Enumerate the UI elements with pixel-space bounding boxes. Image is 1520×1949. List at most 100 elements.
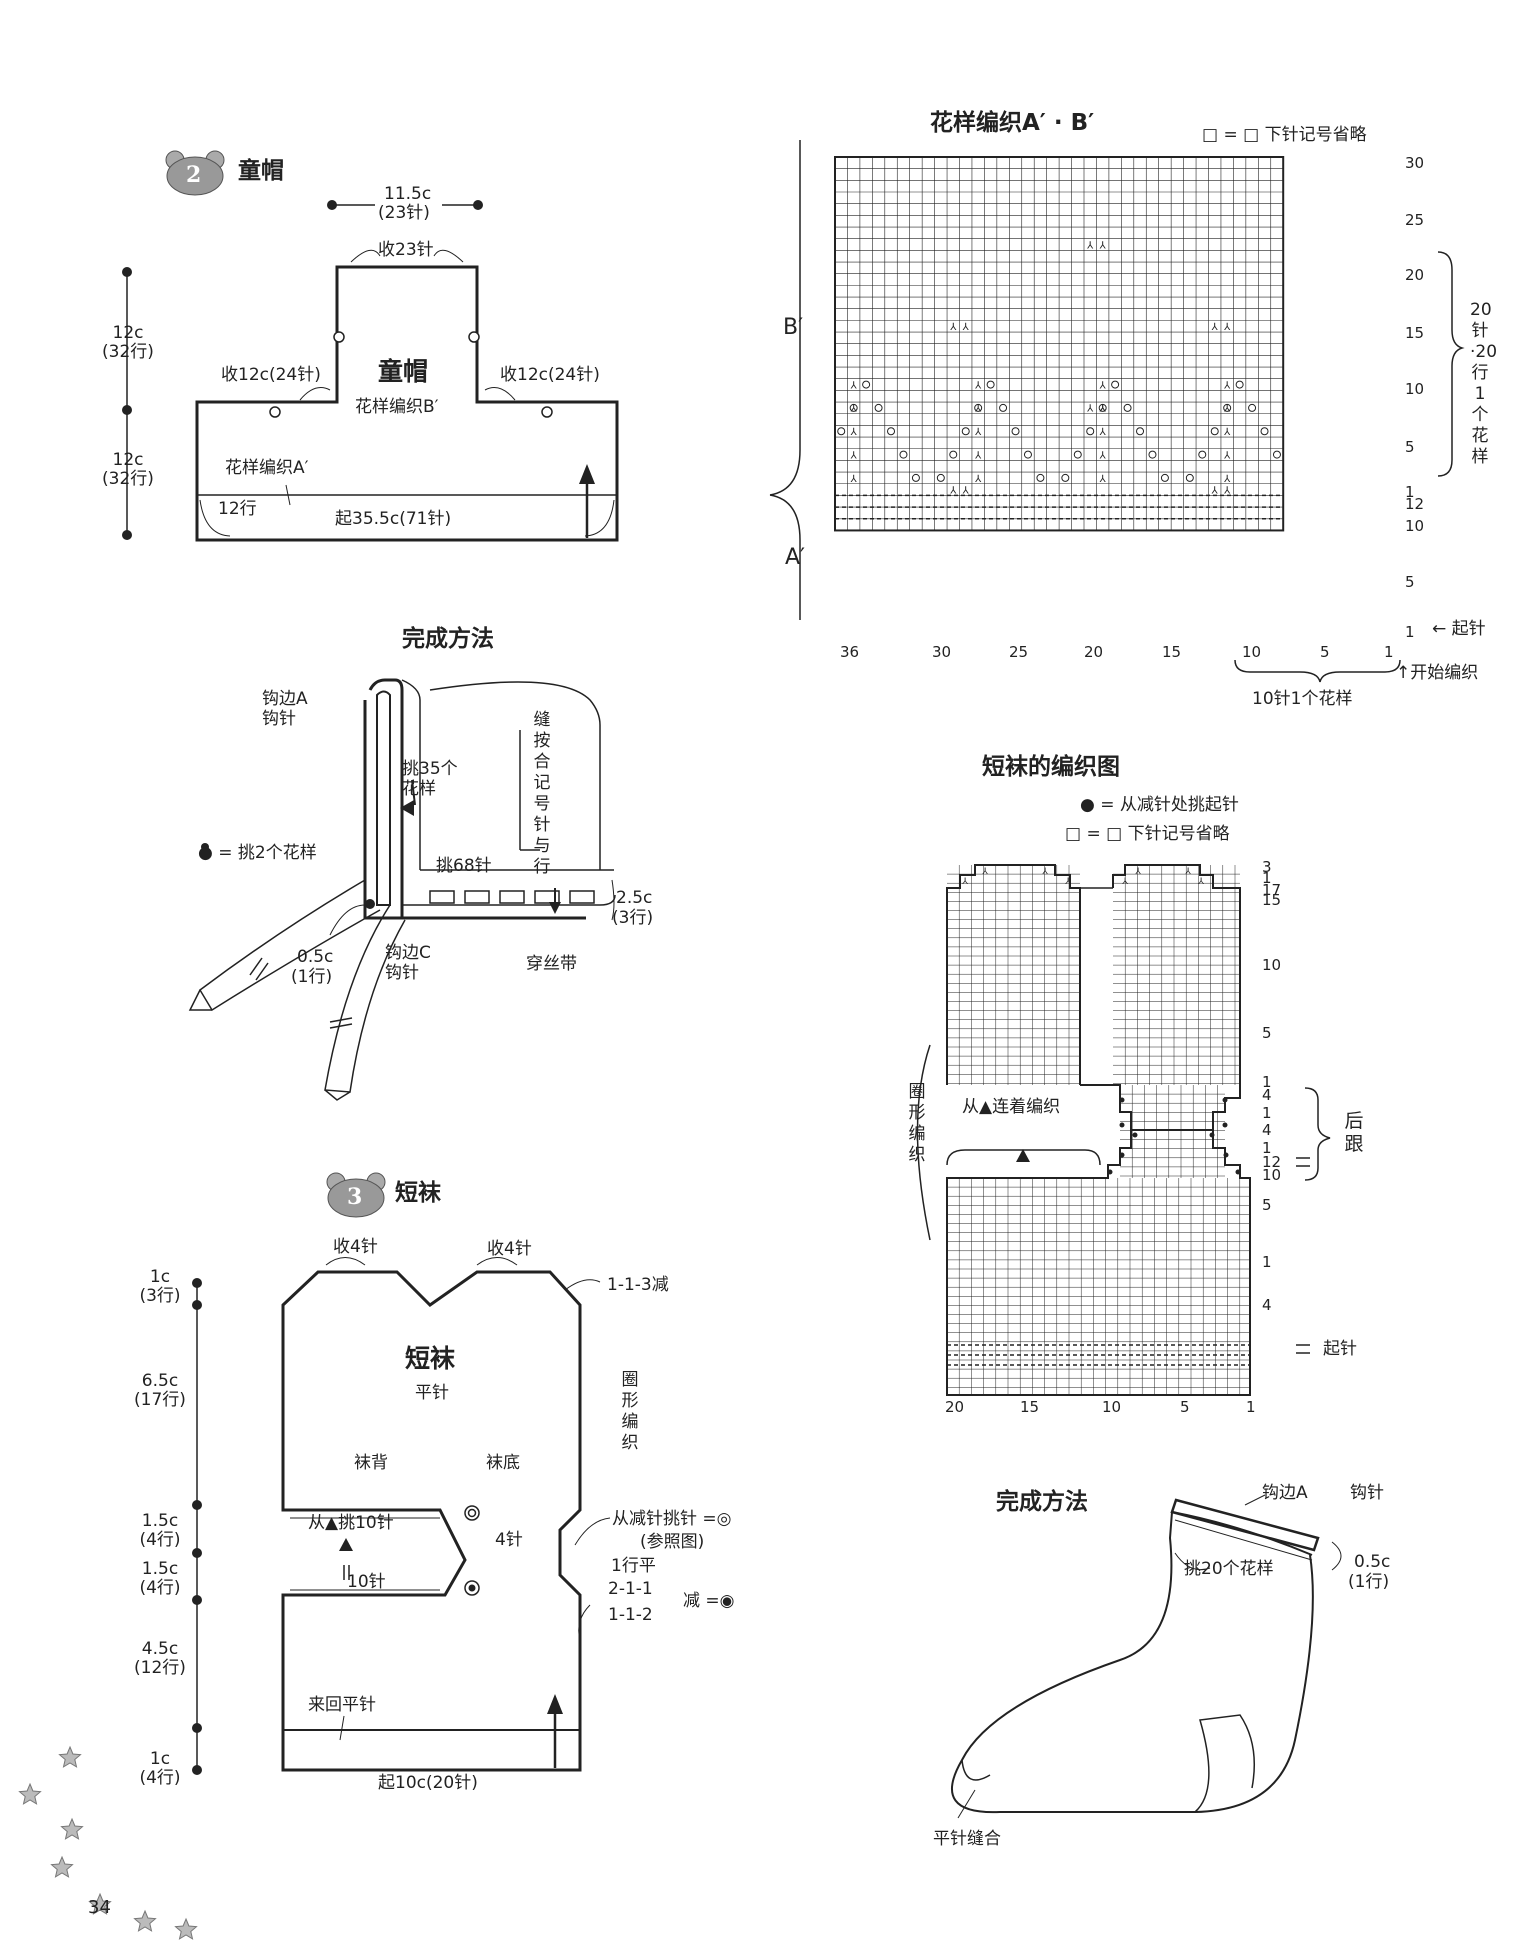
sock-chart-row-number: 10 — [1262, 1166, 1282, 1184]
cap-dec-left: 收12c(24针) — [221, 365, 321, 385]
chart-ab-col-number: 25 — [1009, 643, 1029, 661]
cap-leader — [285, 484, 291, 506]
sock-finish-cuff-band — [1170, 1498, 1320, 1552]
cap-rows-bracket — [199, 499, 231, 537]
cap-finish-pick-68: 挑68针 — [436, 856, 492, 876]
legend-dot-marker — [201, 843, 209, 851]
chart-ab-yarnover — [1111, 380, 1120, 389]
sock-piece-stitch: 平针 — [415, 1383, 449, 1403]
badge-number: 2 — [186, 162, 202, 188]
chart-ab-symbol: ⅄ — [963, 485, 970, 496]
sock-flat-back-forth: 来回平针 — [308, 1695, 376, 1715]
cap-pick-arrow-head — [400, 800, 414, 816]
sock-dim-dot — [192, 1765, 202, 1775]
cap-finish-pick-35-2: 花样 — [402, 779, 436, 799]
cap-top-width: 11.5c — [384, 184, 432, 204]
cap-ribbon-slot — [499, 890, 525, 904]
chart-ab-yarnover — [1036, 473, 1045, 482]
chart-ab-yarnover — [999, 403, 1008, 412]
sock-rule-1: 2-1-1 — [608, 1579, 653, 1599]
chart-ab-col-number: 20 — [1084, 643, 1104, 661]
chart-ab-col-number: 1 — [1384, 643, 1394, 661]
cap-height-upper-rows: (32行) — [102, 342, 154, 362]
cap-finish-legend-dot: ● = 挑2个花样 — [198, 843, 317, 863]
chart-ab-row-number: 1 — [1405, 483, 1415, 501]
chart-ab-yarnover — [887, 427, 896, 436]
cap-piece-pattern: 花样编织B′ — [355, 397, 439, 417]
sock-triangle-marker — [339, 1538, 353, 1551]
sock-chart-heel-right — [1080, 1084, 1241, 1131]
chart-ab-brace-repeat — [1437, 251, 1465, 477]
sock-chart-row-number: 5 — [1262, 1196, 1272, 1214]
star-icon — [50, 1855, 74, 1878]
sock-chart-upper-right — [1112, 864, 1241, 1085]
chart-ab-symbol: ⅄ — [1224, 474, 1231, 485]
sock-chart-dec-dot — [1222, 1122, 1228, 1128]
cap-ribbon-slot — [464, 890, 490, 904]
sock-finish-seam-leader — [957, 1789, 976, 1819]
chart-ab-row-number: 5 — [1405, 573, 1415, 591]
ribbon-right — [324, 904, 406, 1093]
chart-ab-col-number: 15 — [1162, 643, 1182, 661]
sock-dec-rule: 1-1-3减 — [607, 1275, 669, 1295]
sock-dim-dot — [192, 1500, 202, 1510]
sock-chart-col-number: 15 — [1020, 1398, 1040, 1416]
sock-chart-symbol: ⅄ — [1121, 877, 1128, 887]
sock-round-knit: 圈形编织 — [621, 1370, 639, 1453]
sock-pick-10: 从▲挑10针 — [308, 1513, 394, 1533]
cap-dim-dot — [473, 200, 483, 210]
cap-finish-brim-rows: (3行) — [612, 908, 654, 928]
chart-ab-cast-on: ← 起针 — [1432, 619, 1486, 639]
sock-finish-edge-bracket — [1331, 1541, 1342, 1571]
chart-ab-symbol: ⅄ — [851, 474, 858, 485]
sock-dim-length: 1c — [149, 1749, 171, 1769]
chart-ab-title: 花样编织A′ · B′ — [930, 110, 1095, 136]
cap-pick-arrow — [411, 779, 416, 806]
chart-ab-symbol: ⅄ — [1224, 380, 1231, 391]
chart-ab-repeat-rows: 20针·20行1个花样 — [1470, 300, 1498, 467]
cap-dim-dot — [122, 267, 132, 277]
cap-cast-on: 起35.5c(71针) — [335, 509, 452, 529]
sock-chart-dec-dot — [1209, 1132, 1215, 1138]
chart-ab-symbol: ⅄ — [963, 322, 970, 333]
sock-chart-title: 短袜的编织图 — [982, 754, 1120, 780]
chart-ab-symbol: ⅄ — [1212, 322, 1219, 333]
cap-dec-curve — [484, 387, 516, 401]
sock-finish-hook: 钩针 — [1350, 1483, 1384, 1503]
chart-ab-row-number: 25 — [1405, 211, 1425, 229]
cap-brim-bracket — [611, 879, 615, 921]
sock-chart-symbol: ⅄ — [1134, 867, 1141, 877]
chart-ab-yarnover — [899, 450, 908, 459]
sock-dot-ring-inner — [468, 1584, 476, 1592]
sock-chart-row-number: 12 — [1262, 1153, 1282, 1171]
sock-chart-round-bracket — [916, 1044, 931, 1241]
cap-finish-seam-vertical: 缝按合记号针与行 — [533, 710, 551, 877]
chart-ab-symbol: ⅄ — [975, 450, 982, 461]
star-icon — [58, 1745, 82, 1768]
sock-chart-legend-dot: ● = 从减针处挑起针 — [1080, 795, 1239, 815]
sock-dim-length: 1.5c — [141, 1559, 179, 1579]
chart-ab-symbol: ⅄ — [975, 404, 982, 415]
sock-chart-symbol: ⅄ — [1041, 867, 1048, 877]
sock-dec-left: 收4针 — [333, 1237, 378, 1257]
chart-ab-yarnover — [1272, 450, 1281, 459]
cap-finish-edge-c-1: 钩边C — [385, 943, 431, 963]
sock-chart-row-number: 10 — [1262, 956, 1282, 974]
sock-leader — [574, 1517, 611, 1546]
cap-ribbon-slot — [429, 890, 455, 904]
chart-ab-row-number: 12 — [1405, 495, 1425, 513]
chart-ab-col-number: 36 — [840, 643, 860, 661]
cap-title: 童帽 — [238, 158, 284, 184]
chart-ab-brace-a — [769, 494, 801, 620]
cap-finish-brim-width: 2.5c — [616, 888, 653, 908]
sock-chart-col-number: 20 — [945, 1398, 965, 1416]
ribbon-end — [324, 1089, 351, 1101]
sock-dim-rows: (17行) — [134, 1390, 186, 1410]
chart-ab-yarnover — [1023, 450, 1032, 459]
sock-dec-mark: 减 =◉ — [683, 1591, 735, 1611]
cap-ring-marker — [269, 406, 281, 418]
chart-ab-yarnover — [1185, 473, 1194, 482]
chart-ab-symbol: ⅄ — [1100, 450, 1107, 461]
chart-ab-yarnover — [1123, 403, 1132, 412]
